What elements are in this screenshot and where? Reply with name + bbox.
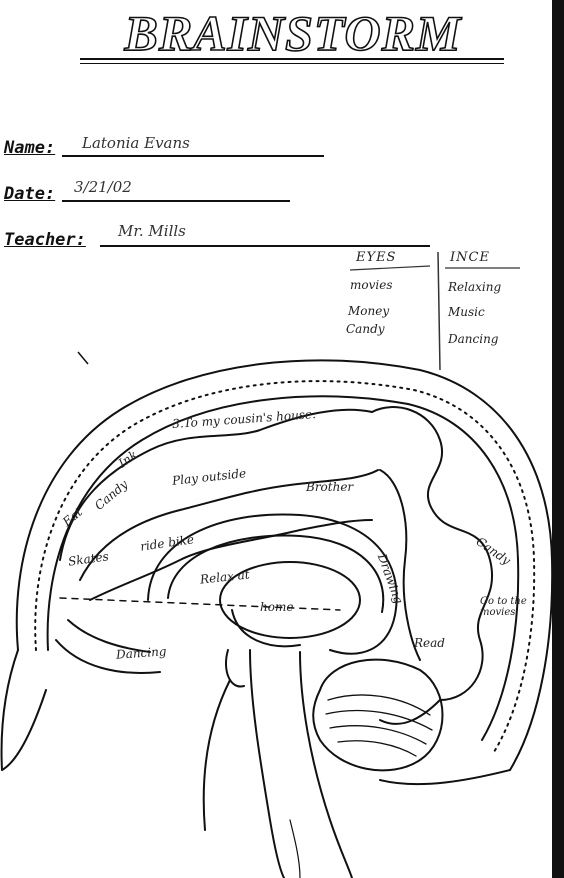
cerebellum <box>312 658 444 772</box>
brain-label-home: home <box>260 600 294 614</box>
list-heading-eyes: EYES <box>356 250 397 265</box>
brainstem <box>249 649 285 878</box>
list-heading-ince: INCE <box>450 250 490 265</box>
forehead-outline <box>0 649 19 771</box>
list-item: Candy <box>346 322 385 336</box>
list-item: Relaxing <box>448 280 502 294</box>
brain-label-go-to-the-movies: Go to the movies <box>480 596 527 618</box>
date-line <box>62 200 290 202</box>
date-label: Date: <box>4 184 56 204</box>
teacher-label: Teacher: <box>4 230 86 250</box>
skull-outer-outline <box>15 359 554 771</box>
teacher-value: Mr. Mills <box>118 222 186 240</box>
thalamus <box>219 561 361 639</box>
name-value: Latonia Evans <box>82 134 190 152</box>
list-item: movies <box>350 278 393 292</box>
brain-label-read: Read <box>414 636 445 650</box>
list-item: Dancing <box>448 332 499 346</box>
title-underline <box>80 58 504 60</box>
list-divider <box>437 251 441 371</box>
brain-label-brother: Brother <box>306 480 354 494</box>
list-item: Music <box>448 305 485 319</box>
list-item: Money <box>348 304 390 318</box>
title-underline-thin <box>80 63 504 64</box>
name-line <box>62 155 324 157</box>
scan-edge <box>552 0 564 878</box>
teacher-line <box>100 245 430 247</box>
date-value: 3/21/02 <box>74 178 132 196</box>
name-label: Name: <box>4 138 56 158</box>
corpus-callosum <box>147 513 398 655</box>
page-title: BRAINSTORM <box>124 4 462 62</box>
